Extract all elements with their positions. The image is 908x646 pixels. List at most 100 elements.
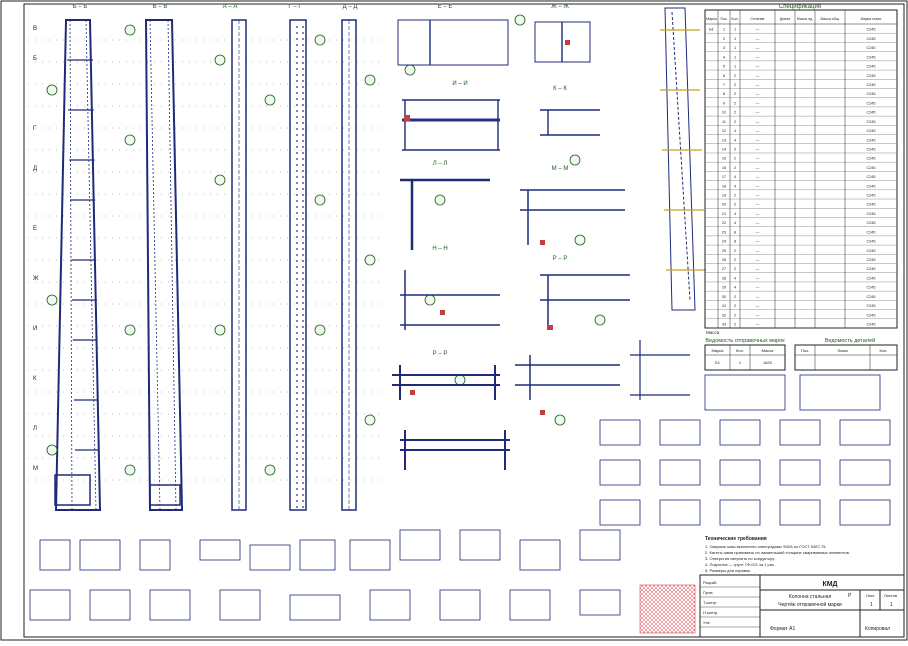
plate-sketch	[839, 499, 891, 526]
spec-cell: С245	[866, 276, 875, 280]
detail-header-cell: Эскиз	[837, 348, 848, 353]
plate-sketch	[299, 539, 336, 571]
spec-cell: —	[756, 184, 760, 188]
spec-cell: 15	[722, 157, 726, 161]
inner-frame	[23, 3, 905, 638]
section-label: И – И	[452, 81, 467, 87]
spec-cell: 1	[734, 28, 736, 32]
isometric-view	[660, 7, 706, 311]
spec-cell: —	[756, 258, 760, 262]
spec-cell: С245	[866, 175, 875, 179]
plate-sketch	[599, 459, 641, 486]
column-elevation-5	[341, 19, 357, 511]
weld-header-cell: Марка	[712, 348, 725, 353]
plate-sketch	[599, 499, 641, 526]
note-line: 5. Размеры для справок.	[705, 568, 751, 573]
section-label: Б – Б	[73, 4, 88, 10]
section-label: М – М	[552, 166, 569, 172]
spec-cell: 9	[723, 101, 725, 105]
callout-circle	[314, 194, 326, 206]
spec-cell: 2	[734, 157, 736, 161]
spec-cell: 22	[722, 221, 726, 225]
weld-cell: 1	[739, 360, 742, 365]
sign-row-label: Разраб.	[703, 580, 717, 585]
callout-circle	[124, 464, 136, 476]
title-block: КМД Колонна стальная Чертёж отправочной …	[699, 574, 905, 638]
note-line: 3. Отверстия сверлить по кондуктору.	[705, 556, 775, 561]
axis-mark: Л	[33, 426, 37, 432]
callout-circle	[264, 464, 276, 476]
spec-cell: 7	[723, 83, 725, 87]
spec-cell: 2	[734, 313, 736, 317]
spec-cell: 2	[734, 101, 736, 105]
spec-cell: 8	[734, 240, 736, 244]
spec-header-cell: Марка стали	[861, 17, 882, 21]
spec-note: Масса	[706, 330, 720, 335]
plate-sketch	[779, 459, 821, 486]
callout-circle	[594, 314, 606, 326]
axis-mark: В	[33, 26, 37, 32]
spec-cell: 2	[734, 249, 736, 253]
axis-mark: М	[33, 466, 38, 472]
callout-circle	[124, 134, 136, 146]
spec-cell: —	[756, 304, 760, 308]
spec-header-cell: Марка	[706, 17, 716, 21]
plate-sketch	[659, 499, 701, 526]
spec-cell: С245	[866, 147, 875, 151]
note-line: 1. Сварные швы выполнять электродами Э42…	[705, 544, 827, 549]
position-callouts	[46, 14, 606, 476]
spec-cell: С245	[866, 249, 875, 253]
spec-cell: 2	[734, 74, 736, 78]
technical-notes: Технические требования 1. Сварные швы вы…	[705, 535, 850, 573]
spec-cell: С245	[866, 74, 875, 78]
spec-cell: С245	[866, 230, 875, 234]
section-label: Р – Р	[433, 351, 448, 357]
spec-cell: 17	[722, 175, 726, 179]
plate-sketch	[509, 589, 551, 621]
spec-cell: С245	[866, 120, 875, 124]
sign-row-label: Н.контр.	[703, 610, 718, 615]
spec-header-cell: Масса ед.	[797, 17, 813, 21]
spec-cell: 2	[734, 258, 736, 262]
section-label: Ж – Ж	[551, 4, 569, 10]
axis-mark: Б	[33, 56, 37, 62]
spec-cell: 31	[722, 304, 726, 308]
callout-circle	[314, 34, 326, 46]
spec-cell: —	[756, 83, 760, 87]
spec-cell: 4	[734, 276, 736, 280]
callout-circle	[124, 24, 136, 36]
spec-cell: —	[756, 138, 760, 142]
spec-cell: —	[756, 37, 760, 41]
spec-cell: —	[756, 101, 760, 105]
plate-sketch	[579, 589, 621, 616]
spec-cell: 28	[722, 276, 726, 280]
spec-cell: 8	[734, 230, 736, 234]
weld-table-title: Ведомость отправочных марок	[705, 338, 785, 344]
sheet-label: Лист	[866, 593, 875, 598]
spec-cell: 12	[722, 129, 726, 133]
section-label: Н – Н	[432, 246, 447, 252]
plate-sketch	[219, 589, 261, 621]
weld-marks	[404, 40, 570, 415]
spec-cell: —	[756, 249, 760, 253]
plate-sketch	[249, 544, 291, 571]
plate-sketch	[719, 499, 761, 526]
callout-circle	[214, 324, 226, 336]
spec-cell: 25	[722, 249, 726, 253]
section-label: Д – Д	[343, 4, 358, 10]
callout-circle	[46, 294, 58, 306]
spec-cell: —	[756, 276, 760, 280]
spec-cell: —	[756, 147, 760, 151]
spec-cell: —	[756, 55, 760, 59]
column-elevation-3	[231, 19, 247, 511]
spec-cell: 1	[734, 65, 736, 69]
weld-cell: Б1	[715, 360, 721, 365]
spec-cell: С245	[866, 46, 875, 50]
spec-cell: 4	[734, 175, 736, 179]
spec-cell: 2	[734, 323, 736, 327]
detail-table-title: Ведомость деталей	[825, 337, 875, 344]
plate-sketches	[29, 374, 891, 621]
